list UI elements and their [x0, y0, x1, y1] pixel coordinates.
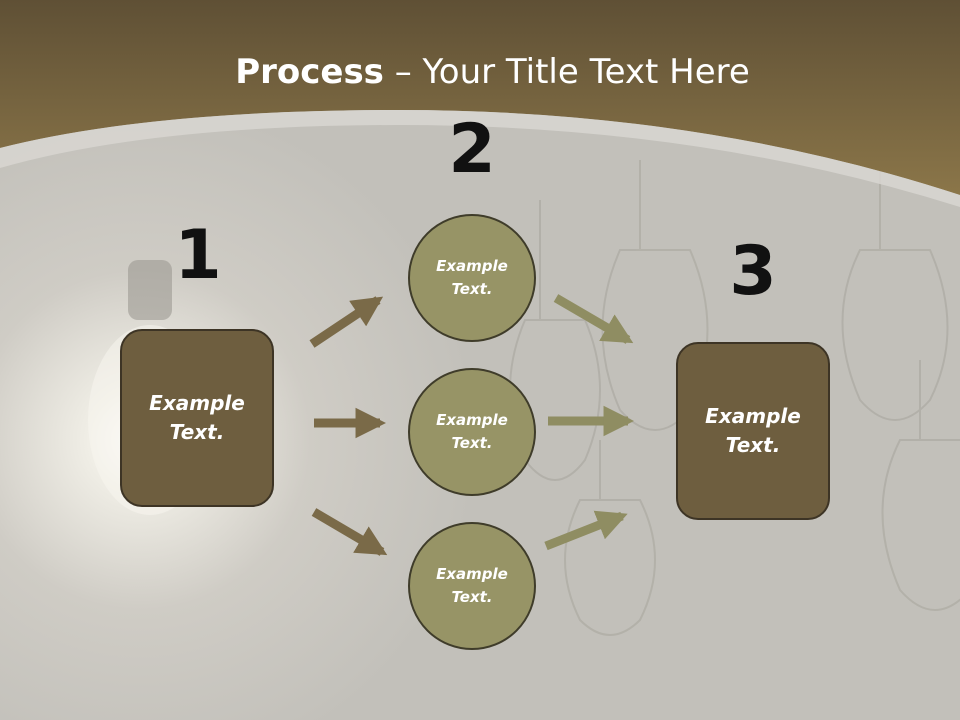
- slide-title: Process – Your Title Text Here: [0, 52, 960, 92]
- process-circle-2-label: Example Text.: [436, 411, 508, 452]
- process-circle-1-label: Example Text.: [436, 257, 508, 298]
- title-bold: Process: [235, 52, 384, 92]
- arrow-box1-to-circle3: [311, 508, 388, 556]
- step-number-3: 3: [729, 232, 777, 311]
- title-rest: – Your Title Text Here: [383, 52, 750, 92]
- process-circle-3: Example Text.: [408, 522, 536, 650]
- process-circle-1: Example Text.: [408, 214, 536, 342]
- header-rim: [0, 110, 960, 207]
- step-number-1: 1: [174, 216, 222, 295]
- step-box-1-label: Example Text.: [149, 391, 245, 444]
- arrow-box1-to-circle1: [309, 296, 384, 348]
- process-circle-3-label: Example Text.: [436, 565, 508, 606]
- step-number-2: 2: [448, 110, 496, 189]
- arrow-circle1-to-box3: [553, 294, 634, 344]
- step-box-3-label: Example Text.: [705, 404, 801, 457]
- process-circle-2: Example Text.: [408, 368, 536, 496]
- step-box-3: Example Text.: [676, 342, 830, 520]
- header-band: [0, 0, 960, 195]
- step-box-1: Example Text.: [120, 329, 274, 507]
- arrow-circle3-to-box3: [544, 510, 628, 551]
